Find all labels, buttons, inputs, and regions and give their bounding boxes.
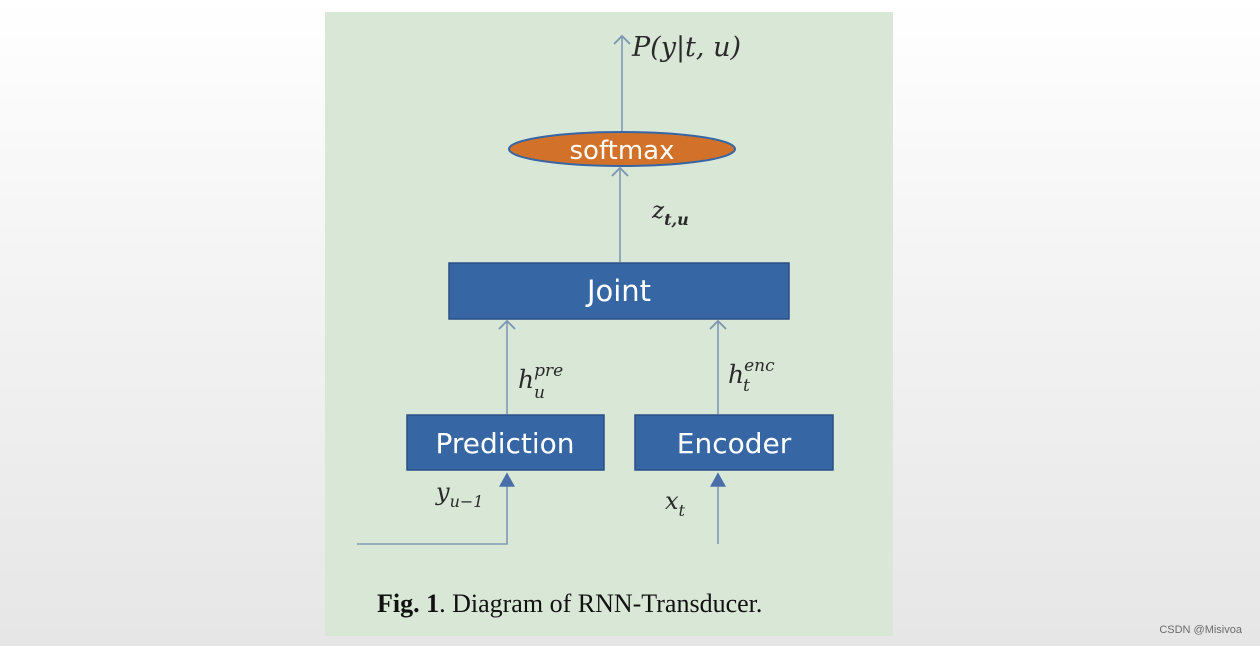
watermark: CSDN @Misivoa [1159,624,1242,636]
joint-label: Joint [585,274,651,308]
h-pre-label: hpre [518,361,563,394]
softmax-label: softmax [570,136,675,166]
x-label: xt [665,487,686,520]
figure-caption: Fig. 1. Diagram of RNN-Transducer. [377,589,762,618]
encoder-label: Encoder [677,427,792,460]
z-label: zt,u [651,198,689,229]
h-enc-subscript: t [743,376,750,396]
diagram-panel [325,12,893,636]
joint-box [448,262,790,320]
y-label: yu−1 [435,478,483,511]
feedback-line [357,472,515,545]
softmax-ellipse [508,131,736,167]
prediction-box [406,414,605,471]
h-enc-label: henc [728,356,775,389]
h-pre-subscript: u [534,383,545,403]
encoder-box [634,414,834,471]
output-label: P(y|t, u) [631,32,741,63]
caption-text: . Diagram of RNN-Transducer. [439,589,762,618]
prediction-label: Prediction [435,427,574,460]
caption-bold: Fig. 1 [377,589,439,618]
